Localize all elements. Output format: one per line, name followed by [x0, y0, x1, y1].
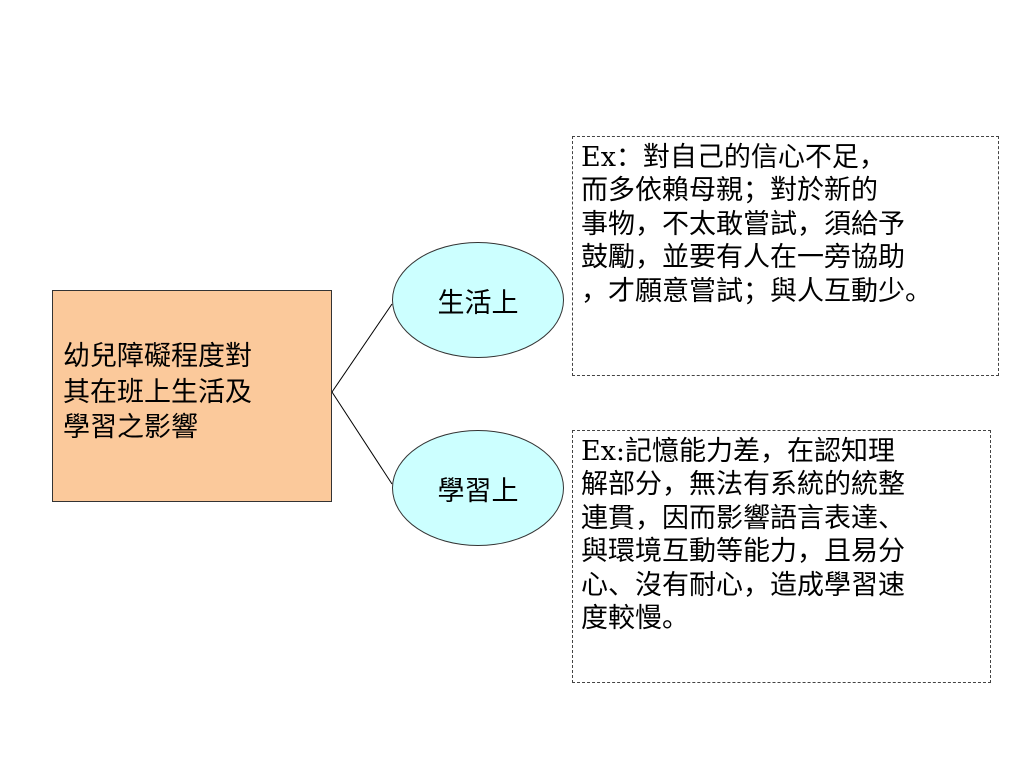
connector-to-learning [331, 391, 393, 485]
life-note-line-5: ，才願意嘗試；與人互動少。 [581, 275, 932, 307]
learning-note-line-4: 與環境互動等能力，且易分 [581, 536, 905, 568]
life-example-note: Ex：對自己的信心不足， 而多依賴母親；對於新的 事物，不太敢嘗試，須給予 鼓勵… [572, 136, 999, 376]
main-topic-line-3: 學習之影響 [63, 412, 198, 444]
life-note-line-2: 而多依賴母親；對於新的 [581, 175, 878, 207]
branch-life-ellipse: 生活上 [392, 242, 564, 358]
branch-learning-label: 學習上 [437, 475, 519, 507]
learning-note-line-3: 連貫，因而影響語言表達、 [581, 502, 905, 534]
life-note-line-4: 鼓勵，並要有人在一旁協助 [581, 242, 905, 274]
connector-to-life [331, 303, 393, 393]
learning-note-line-2: 解部分，無法有系統的統整 [581, 469, 905, 501]
branch-learning-ellipse: 學習上 [392, 430, 564, 546]
life-note-line-3: 事物，不太敢嘗試，須給予 [581, 208, 905, 240]
learning-note-line-1: Ex:記憶能力差，在認知理 [581, 436, 896, 467]
branch-life-label: 生活上 [437, 287, 519, 319]
life-note-line-1: Ex：對自己的信心不足， [581, 142, 886, 173]
main-topic-line-1: 幼兒障礙程度對 [63, 341, 252, 372]
main-topic-line-2: 其在班上生活及 [63, 376, 252, 408]
learning-note-line-5: 心、沒有耐心，造成學習速 [581, 569, 905, 601]
main-topic-box: 幼兒障礙程度對 其在班上生活及 學習之影響 [52, 290, 332, 502]
learning-note-line-6: 度較慢。 [581, 603, 689, 635]
learning-example-note: Ex:記憶能力差，在認知理 解部分，無法有系統的統整 連貫，因而影響語言表達、 … [572, 430, 991, 683]
